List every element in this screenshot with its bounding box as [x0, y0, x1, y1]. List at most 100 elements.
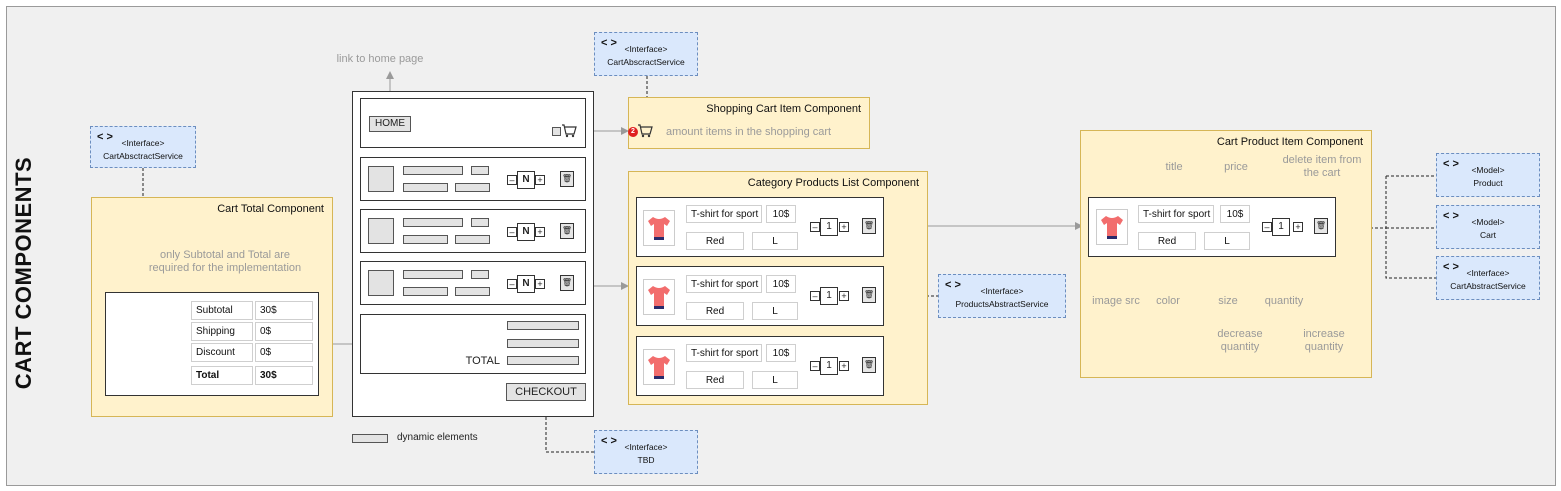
- decrease-button[interactable]: –: [810, 222, 820, 232]
- legend-label: dynamic elements: [397, 432, 478, 443]
- checkout-button[interactable]: CHECKOUT: [506, 383, 586, 401]
- cart-total-label: Shipping: [191, 322, 253, 341]
- image-placeholder: [368, 218, 394, 244]
- interface-stereotype: <Interface>: [624, 44, 668, 54]
- interface-box-top: < > <Interface> CartAbscractService: [594, 32, 698, 76]
- cart-total-note: only Subtotal and Total are required for…: [148, 249, 302, 274]
- product-size: L: [752, 302, 798, 320]
- component-title: Cart Total Component: [217, 203, 324, 215]
- trash-icon[interactable]: 🗑: [1314, 218, 1328, 234]
- annotation-image: image src: [1092, 295, 1140, 307]
- annotation-color: color: [1156, 295, 1180, 307]
- increase-button[interactable]: +: [535, 175, 545, 185]
- quantity-field[interactable]: 1: [820, 357, 838, 375]
- interface-stereotype: <Interface>: [980, 286, 1024, 296]
- interface-box-tbd: < > <Interface> TBD: [594, 430, 698, 474]
- home-link-note: link to home page: [336, 53, 424, 65]
- cart-badge: 2: [628, 127, 638, 137]
- cart-amount-note: amount items in the shopping cart: [666, 126, 832, 138]
- cart-total-value: 0$: [255, 322, 313, 341]
- interface-stereotype: <Interface>: [1466, 268, 1510, 278]
- model-stereotype: <Model>: [1471, 217, 1505, 227]
- product-price: 10$: [766, 344, 796, 362]
- annotation-title: title: [1165, 161, 1183, 173]
- cart-icon[interactable]: [561, 124, 577, 138]
- tshirt-image: [1096, 209, 1128, 245]
- trash-icon[interactable]: 🗑: [862, 357, 876, 373]
- product-price: 10$: [766, 205, 796, 223]
- interface-box-products: < > <Interface> ProductsAbstractService: [938, 274, 1066, 318]
- trash-icon[interactable]: 🗑: [862, 218, 876, 234]
- quantity-field[interactable]: N: [517, 223, 535, 241]
- product-color: Red: [686, 302, 744, 320]
- decrease-button[interactable]: –: [810, 361, 820, 371]
- cart-total-label: Subtotal: [191, 301, 253, 320]
- decrease-button[interactable]: –: [507, 227, 517, 237]
- text-placeholder: [455, 287, 490, 296]
- code-icon: < >: [601, 37, 617, 49]
- annotation-size: size: [1218, 295, 1238, 307]
- cart-total-value: 30$: [255, 366, 313, 385]
- total-placeholder: [507, 356, 579, 365]
- total-label: TOTAL: [465, 355, 500, 367]
- trash-icon[interactable]: 🗑: [560, 223, 574, 239]
- trash-icon[interactable]: 🗑: [560, 275, 574, 291]
- trash-icon[interactable]: 🗑: [862, 287, 876, 303]
- annotation-increase: increase quantity: [1303, 328, 1345, 353]
- increase-button[interactable]: +: [535, 227, 545, 237]
- quantity-field[interactable]: 1: [820, 287, 838, 305]
- cart-total-label: Discount: [191, 343, 253, 362]
- home-button[interactable]: HOME: [369, 116, 411, 132]
- interface-name: ProductsAbstractService: [955, 299, 1049, 309]
- model-name: Product: [1473, 178, 1503, 188]
- interface-stereotype: <Interface>: [624, 442, 668, 452]
- annotation-delete: delete item from the cart: [1282, 154, 1362, 179]
- decrease-button[interactable]: –: [507, 279, 517, 289]
- product-size: L: [752, 232, 798, 250]
- increase-button[interactable]: +: [839, 222, 849, 232]
- code-icon: < >: [1443, 158, 1459, 170]
- increase-button[interactable]: +: [1293, 222, 1303, 232]
- cart-icon[interactable]: [637, 124, 653, 138]
- text-placeholder: [471, 218, 489, 227]
- interface-box-cart-service: < > <Interface> CartAbstractService: [1436, 256, 1540, 300]
- cart-total-value: 30$: [255, 301, 313, 320]
- product-name: T-shirt for sport: [686, 275, 762, 293]
- product-color: Red: [686, 232, 744, 250]
- text-placeholder: [403, 183, 448, 192]
- decrease-button[interactable]: –: [1262, 222, 1272, 232]
- annotation-price: price: [1224, 161, 1248, 173]
- component-title: Category Products List Component: [747, 177, 919, 189]
- text-placeholder: [403, 270, 463, 279]
- interface-name: CartAbscractService: [607, 57, 685, 67]
- decrease-button[interactable]: –: [810, 291, 820, 301]
- quantity-field[interactable]: N: [517, 171, 535, 189]
- interface-box-left: < > <Interface> CartAbsctractService: [90, 126, 196, 168]
- component-title: Shopping Cart Item Component: [706, 103, 861, 115]
- shopping-cart-item-component: Shopping Cart Item Component: [628, 97, 870, 149]
- diagram-title: CART COMPONENTS: [11, 156, 36, 390]
- product-price: 10$: [766, 275, 796, 293]
- increase-button[interactable]: +: [535, 279, 545, 289]
- interface-name: CartAbstractService: [1450, 281, 1526, 291]
- product-price: 10$: [1220, 205, 1250, 223]
- tshirt-image: [643, 210, 675, 246]
- quantity-field[interactable]: 1: [820, 218, 838, 236]
- image-placeholder: [368, 270, 394, 296]
- model-box-product: < > <Model> Product: [1436, 153, 1540, 197]
- decrease-button[interactable]: –: [507, 175, 517, 185]
- interface-name: TBD: [637, 455, 655, 465]
- text-placeholder: [403, 218, 463, 227]
- text-placeholder: [455, 183, 490, 192]
- quantity-field[interactable]: 1: [1272, 218, 1290, 236]
- annotation-decrease: decrease quantity: [1217, 328, 1263, 353]
- text-placeholder: [471, 270, 489, 279]
- quantity-field[interactable]: N: [517, 275, 535, 293]
- text-placeholder: [455, 235, 490, 244]
- product-name: T-shirt for sport: [686, 205, 762, 223]
- increase-button[interactable]: +: [839, 361, 849, 371]
- increase-button[interactable]: +: [839, 291, 849, 301]
- cart-total-value: 0$: [255, 343, 313, 362]
- text-placeholder: [403, 287, 448, 296]
- trash-icon[interactable]: 🗑: [560, 171, 574, 187]
